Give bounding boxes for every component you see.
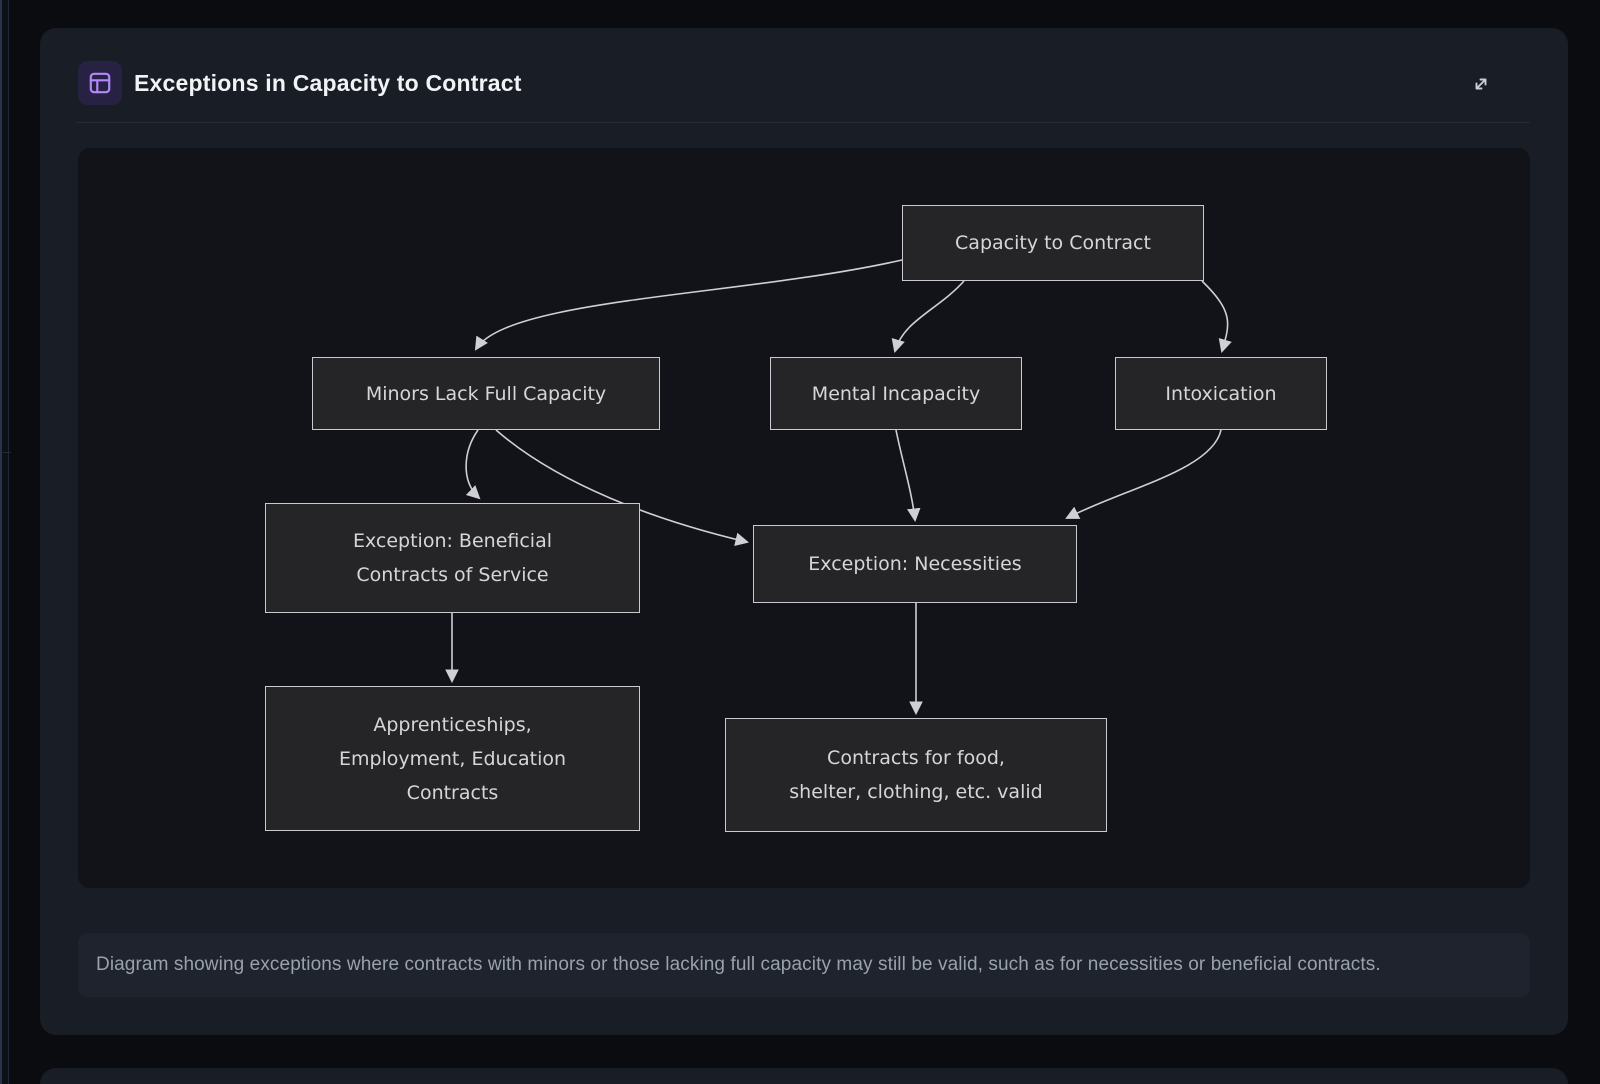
left-panel-divider [2,452,11,453]
expand-diagram-button[interactable] [1463,66,1499,102]
edge-intoxication-necessities [1065,429,1222,519]
edge-capacity-intoxication [1201,280,1232,353]
next-card-top-edge [40,1068,1568,1084]
edge-capacity-mental [891,280,965,353]
left-edge-panel-sliver [0,0,11,1084]
node-exception-beneficial-contracts: Exception: Beneficial Contracts of Servi… [265,503,640,613]
expand-diagonal-icon [1475,78,1487,90]
node-minors-lack-full-capacity: Minors Lack Full Capacity [312,357,660,430]
node-mental-incapacity: Mental Incapacity [770,357,1022,430]
diagram-card: Exceptions in Capacity to Contract [40,28,1568,1035]
layout-panels-icon [78,61,122,105]
node-capacity-to-contract: Capacity to Contract [902,205,1204,281]
edge-capacity-minors [474,259,903,351]
edge-minors-beneficial [465,429,481,500]
header-divider [76,122,1530,123]
flowchart-canvas: Capacity to Contract Minors Lack Full Ca… [78,148,1530,888]
node-exception-necessities: Exception: Necessities [753,525,1077,603]
page-title: Exceptions in Capacity to Contract [134,70,522,96]
diagram-caption: Diagram showing exceptions where contrac… [96,954,1381,975]
node-contracts-food-shelter-valid: Contracts for food, shelter, clothing, e… [725,718,1107,832]
edge-minors-necessities [495,429,749,546]
flowchart-edges [445,259,1232,716]
edge-mental-necessities [895,429,921,523]
diagram-caption-panel: Diagram showing exceptions where contrac… [78,933,1530,997]
node-intoxication: Intoxication [1115,357,1327,430]
node-apprenticeships-employment-education: Apprenticeships, Employment, Education C… [265,686,640,831]
